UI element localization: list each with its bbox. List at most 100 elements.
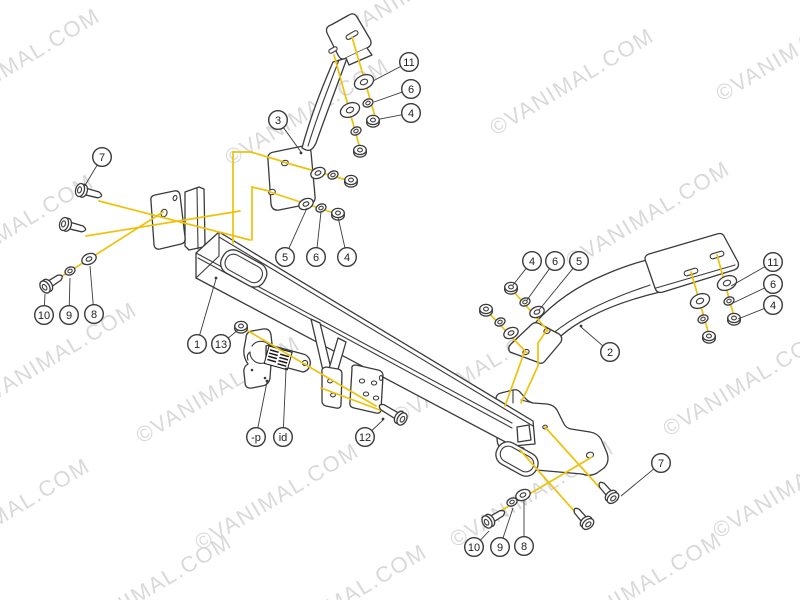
callout-co-6-top: 6 [373,78,422,103]
callout-co-1: 1 [186,278,217,355]
bolt-icon [573,507,595,531]
callout-label: 4 [770,300,776,312]
bracket-left-vehicle-side [267,13,373,211]
callout-co-10-br: 10 [464,530,490,558]
callout-co-11-far: 11 [730,251,784,287]
leader-dot [284,367,288,371]
callout-label: 10 [38,310,50,322]
callout-label: 9 [497,542,503,554]
axis-line [486,456,593,520]
axis-line [242,327,377,407]
callout-label: 11 [403,57,414,69]
bracket-left-foot [267,145,316,211]
leader-dot [579,324,583,328]
callout-label: -p [251,432,261,444]
support-pad-left [220,249,268,288]
bolt-icon [481,509,506,529]
nut-icon [344,174,358,188]
callout-co-10-left: 10 [34,293,55,326]
callout-co-6-right: 6 [526,250,566,301]
callout-co-6-far: 6 [732,274,784,304]
bracket-right-vehicle-side [508,232,740,364]
washer-icon [529,305,545,319]
spring-washer-icon [519,297,531,307]
nut-icon [479,303,493,317]
callout-label: 4 [344,252,350,264]
bracket-left-arm [301,57,348,151]
callout-co-4-top: 4 [379,102,422,123]
spring-washer-icon [494,317,506,327]
callout-co-5-right: 5 [538,250,590,311]
callout-label: 6 [552,256,558,268]
callout-co-4-right: 4 [512,250,543,286]
spring-washer-icon [506,497,518,507]
bolt-icon [598,481,620,505]
axis-line [520,329,548,404]
callout-label: 7 [99,152,105,164]
callout-label: 7 [658,458,664,470]
axis-line [504,352,525,407]
leader-dot [214,276,218,280]
axis-line [85,210,241,237]
nut-icon [234,320,248,334]
axis-line [44,211,164,288]
callout-label: 12 [359,432,371,444]
bumper-protector-plate [243,328,311,389]
callout-co-3: 3 [268,109,302,153]
callout-co-13: 13 [210,329,239,355]
axis-line [251,185,270,241]
callout-label: 6 [408,84,414,96]
washer-icon [515,488,531,502]
washer-icon [298,197,314,211]
ball-mount-rear-plate [321,366,343,409]
spring-washer-icon [327,170,339,180]
callout-co-8-left: 8 [83,265,104,325]
callout-co-11-top: 11 [372,52,420,82]
callout-label: 5 [282,252,288,264]
spring-washer-icon [362,98,374,108]
callout-label: 5 [576,256,582,268]
leader-dot [265,379,269,383]
callout-co-4-far: 4 [737,295,784,320]
callout-label: 9 [66,310,72,322]
washer-icon [310,166,326,180]
leader-dot [381,417,385,421]
callout-label: 13 [215,339,227,351]
callout-co-9-left: 9 [59,277,80,326]
callout-label: 8 [521,541,527,553]
left-end-side-plate [150,190,186,250]
callout-label: 6 [770,279,776,291]
callout-label: 2 [607,347,613,359]
bracket-right-top-plate [644,232,740,294]
callout-co-id: id [273,369,294,448]
washer-icon [503,326,519,340]
fasteners [39,73,741,531]
callout-co-9-br: 9 [490,507,514,558]
callout-label: 11 [767,257,778,269]
axis-line [232,151,282,244]
axis-line [544,426,601,489]
nut-icon [331,207,345,221]
callout-label: 4 [529,256,535,268]
washer-icon [353,73,375,91]
callout-co-6-mid: 6 [306,211,327,267]
nut-icon [366,114,380,128]
nut-icon [353,144,367,158]
spring-washer-icon [315,203,327,213]
bumper-protector-c-plate [243,328,273,389]
axis-line [519,449,576,513]
crossbeam-left-end-plates [150,186,206,251]
nut-icon [504,281,518,295]
washer-icon [339,101,361,119]
callout-co-12: 12 [355,419,384,448]
leader-dot [299,151,303,155]
callout-label: 10 [468,542,480,554]
bolt-icon [74,182,103,199]
callout-label: 3 [275,115,281,127]
callout-co-7-br: 7 [620,453,672,497]
spring-washer-icon [697,314,709,324]
callout-co-p: -p [245,381,268,448]
bolt-icon [58,216,87,233]
